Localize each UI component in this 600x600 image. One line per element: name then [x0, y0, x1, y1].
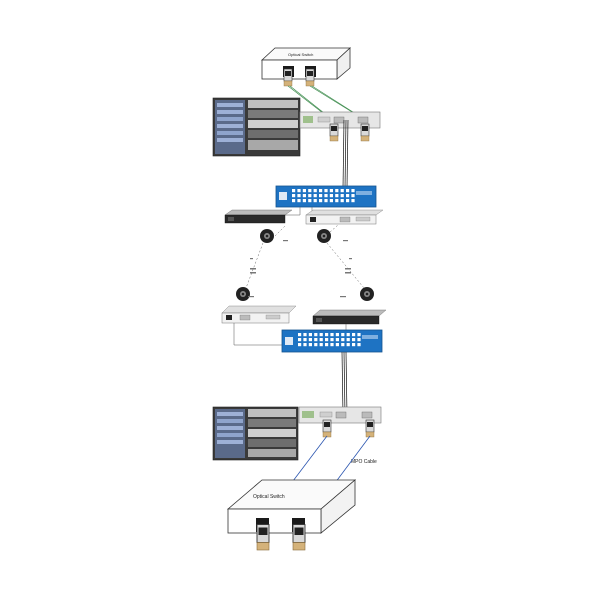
lc-port-icon: [298, 343, 302, 347]
lower-lc-patch-panel: [281, 329, 383, 353]
lc-port-icon: [319, 199, 323, 203]
lc-port-icon: [308, 194, 312, 198]
lc-port-icon: [292, 194, 296, 198]
lc-port-icon: [346, 338, 350, 342]
lc-port-icon: [319, 333, 323, 337]
lc-port-icon: [303, 343, 307, 347]
lc-port-icon: [313, 189, 317, 193]
lc-port-icon: [329, 199, 333, 203]
top-rack-photo: [212, 97, 301, 157]
lc-port-icon: [302, 199, 306, 203]
lc-port-icon: [341, 333, 345, 337]
lc-port-icon: [308, 189, 312, 193]
lc-port-icon: [302, 194, 306, 198]
lc-port-icon: [357, 333, 361, 337]
mux-to-lower-panel-cables: [233, 323, 347, 346]
upper-lc-patch-panel: [275, 185, 377, 208]
lc-port-icon: [298, 338, 302, 342]
lc-port-icon: [292, 199, 296, 203]
lc-port-icon: [357, 338, 361, 342]
lc-port-icon: [308, 338, 312, 342]
lc-port-icon: [308, 199, 312, 203]
top-switch-label: Optical Switch: [288, 52, 313, 57]
bottom-rack-photo: [212, 406, 299, 461]
lc-port-icon: [329, 194, 333, 198]
lc-port-icon: [352, 338, 356, 342]
lower-left-mux-device: [221, 305, 297, 324]
lc-port-icon: [340, 194, 344, 198]
lc-port-icon: [302, 189, 306, 193]
lc-port-icon: [324, 189, 328, 193]
lc-port-icon: [314, 343, 318, 347]
lc-port-icon: [346, 333, 350, 337]
lc-port-icon: [308, 333, 312, 337]
lc-port-icon: [313, 194, 317, 198]
lc-port-icon: [330, 343, 334, 347]
lc-port-icon: [325, 338, 329, 342]
top-transceiver-chassis: [299, 111, 381, 129]
lc-port-icon: [340, 199, 344, 203]
lc-port-icon: [341, 343, 345, 347]
lc-port-icon: [319, 194, 323, 198]
lc-port-icon: [292, 189, 296, 193]
lc-port-icon: [341, 338, 345, 342]
lc-port-icon: [351, 189, 355, 193]
bottom-switch-label: Optical Switch: [253, 494, 285, 500]
lc-port-icon: [335, 199, 339, 203]
lc-port-icon: [325, 343, 329, 347]
fiber-spool-icon: [236, 229, 374, 301]
lc-port-icon: [330, 338, 334, 342]
lc-port-icon: [335, 189, 339, 193]
bottom-optical-switch: Optical Switch: [226, 479, 357, 534]
lc-port-icon: [330, 333, 334, 337]
mpo-cable-label: MPO Cable: [351, 459, 377, 465]
lc-port-icon: [351, 194, 355, 198]
lc-port-icon: [314, 338, 318, 342]
lc-port-icon: [319, 343, 323, 347]
upper-left-mux-device: [224, 209, 293, 224]
lc-port-icon: [335, 338, 339, 342]
lc-port-icon: [324, 199, 328, 203]
bottom-transceiver-chassis: [298, 406, 382, 424]
spool-markers: [248, 240, 352, 298]
lc-port-icon: [335, 343, 339, 347]
lc-port-icon: [346, 199, 350, 203]
lc-port-icon: [324, 194, 328, 198]
lc-port-icon: [325, 333, 329, 337]
lc-port-icon: [357, 343, 361, 347]
lc-port-icon: [313, 199, 317, 203]
black-fiber-cables-upper: [342, 119, 349, 189]
lc-port-icon: [319, 338, 323, 342]
lc-port-icon: [298, 333, 302, 337]
lc-port-icon: [340, 189, 344, 193]
lc-port-icon: [297, 189, 301, 193]
lc-port-icon: [297, 194, 301, 198]
lc-port-icon: [351, 199, 355, 203]
upper-right-mux-device: [305, 209, 384, 225]
lc-port-icon: [303, 338, 307, 342]
lower-right-mux-device: [312, 309, 387, 325]
fiber-span-lines: [245, 224, 365, 289]
lc-port-icon: [308, 343, 312, 347]
lc-port-icon: [297, 199, 301, 203]
lc-port-icon: [346, 194, 350, 198]
lc-port-icon: [335, 333, 339, 337]
lc-port-icon: [303, 333, 307, 337]
lc-port-icon: [346, 189, 350, 193]
lc-port-icon: [329, 189, 333, 193]
lc-port-icon: [319, 189, 323, 193]
lc-port-icon: [346, 343, 350, 347]
lc-port-icon: [352, 343, 356, 347]
black-fiber-cables-lower: [341, 351, 348, 416]
lc-port-icon: [352, 333, 356, 337]
lc-port-icon: [335, 194, 339, 198]
lc-port-icon: [314, 333, 318, 337]
